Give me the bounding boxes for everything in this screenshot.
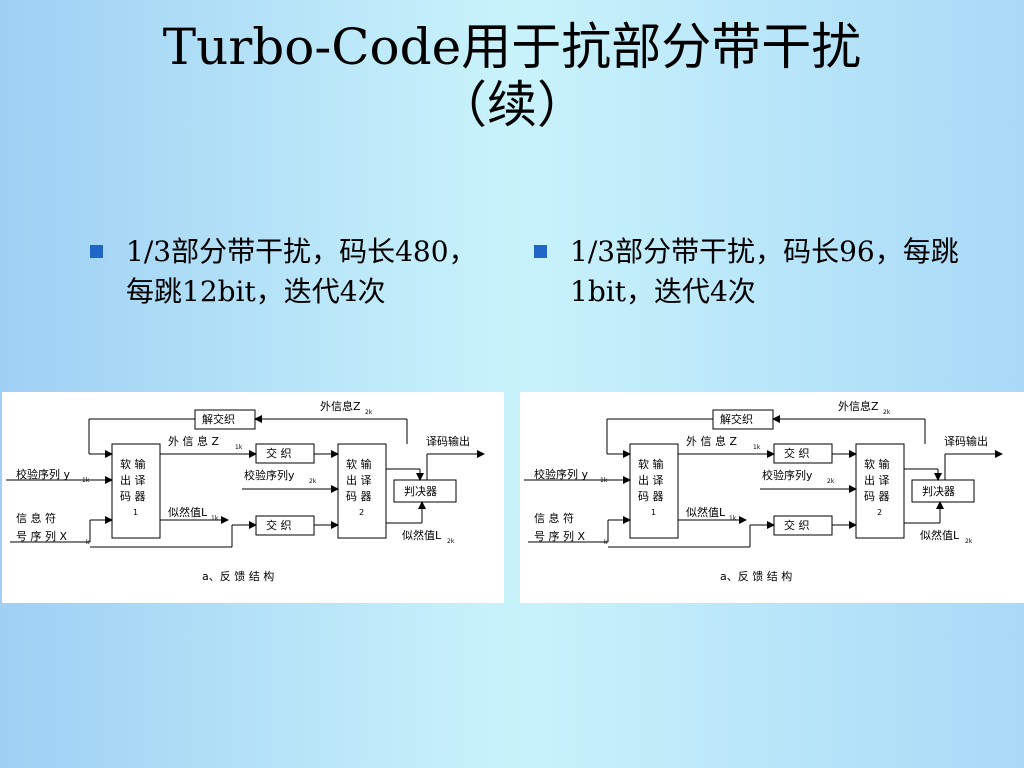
likelihood-2-label: 似然值L: [920, 528, 960, 542]
decoder-label-row3: 码 器: [638, 490, 664, 503]
ext-info-mid-sub: 1k: [235, 444, 243, 451]
likelihood-1-sub: 1k: [211, 515, 219, 522]
bullet-square-icon: [90, 245, 103, 258]
feedback-structure-diagram: 解交织 外信息Z 2k 外 信 息 Z 1k 译码输出 交 织 交 织 校验序列…: [6, 399, 485, 583]
check-seq-1-sub: 1k: [600, 477, 608, 484]
info-seq-sub: k: [604, 539, 608, 546]
info-seq-line1: 信 息 符: [16, 511, 56, 525]
decoded-output-label: 译码输出: [944, 434, 988, 448]
diagram-caption: a、反 馈 结 构: [720, 569, 792, 583]
decoder-1-text: 软 输 出 译 码 器 1: [120, 457, 146, 517]
decoder-label-row3: 码 器: [120, 490, 146, 503]
likelihood-1-label: 似然值L: [168, 505, 208, 519]
decoder-label-row1: 软 输: [346, 457, 372, 471]
ext-info-mid-label: 外 信 息 Z: [686, 434, 737, 448]
decoder-label-row2: 出 译: [864, 473, 890, 487]
interleave-top-label: 交 织: [784, 446, 810, 460]
ext-info-mid-label: 外 信 息 Z: [168, 434, 219, 448]
decoder-label-row1: 软 输: [120, 457, 146, 471]
check-seq-2-label: 校验序列y: [244, 468, 295, 482]
info-seq-sub: k: [86, 539, 90, 546]
decoder-2-number: 2: [359, 508, 364, 517]
decoder-label-row1: 软 输: [638, 457, 664, 471]
decider-label: 判决器: [922, 485, 955, 498]
likelihood-2-label: 似然值L: [402, 528, 442, 542]
info-seq-line2: 号 序 列 X: [534, 529, 585, 543]
decoder-1-number: 1: [651, 508, 656, 517]
check-seq-1-label: 校验序列 y: [534, 467, 588, 481]
turbo-diagram-right: 解交织 外信息Z 2k 外 信 息 Z 1k 译码输出 交 织 交 织 校验序列…: [520, 392, 1024, 603]
decoder-label-row2: 出 译: [120, 473, 146, 487]
check-seq-1-sub: 1k: [82, 477, 90, 484]
bullet-text: 1/3部分带干扰，码长480，每跳12bit，迭代4次: [126, 235, 477, 308]
ext-info-top-label: 外信息Z: [838, 399, 879, 413]
decoded-output-label: 译码输出: [426, 434, 470, 448]
info-seq-line1: 信 息 符: [534, 511, 574, 525]
decoder-1-text: 软 输 出 译 码 器 1: [638, 457, 664, 517]
check-seq-2-sub: 2k: [827, 478, 835, 485]
decider-label: 判决器: [404, 485, 437, 498]
check-seq-2-sub: 2k: [309, 478, 317, 485]
decoder-1-number: 1: [133, 508, 138, 517]
diagram-caption: a、反 馈 结 构: [202, 569, 274, 583]
decoder-label-row3: 码 器: [346, 490, 372, 503]
bullet-text: 1/3部分带干扰，码长96，每跳1bit，迭代4次: [570, 235, 959, 308]
decoder-1-box: [111, 443, 161, 539]
ext-info-top-sub: 2k: [883, 409, 891, 416]
decoder-label-row2: 出 译: [346, 473, 372, 487]
bullet-item-right: 1/3部分带干扰，码长96，每跳1bit，迭代4次: [534, 232, 1004, 332]
check-seq-2-label: 校验序列y: [762, 468, 813, 482]
likelihood-1-sub: 1k: [729, 515, 737, 522]
deinterleave-label: 解交织: [720, 412, 753, 426]
interleave-bottom-label: 交 织: [784, 518, 810, 532]
likelihood-2-sub: 2k: [965, 538, 973, 545]
likelihood-1-label: 似然值L: [686, 505, 726, 519]
turbo-diagram-left: 解交织 外信息Z 2k 外 信 息 Z 1k 译码输出 交 织 交 织 校验序列…: [2, 392, 504, 603]
ext-info-top-sub: 2k: [365, 409, 373, 416]
decoder-2-number: 2: [877, 508, 882, 517]
feedback-structure-diagram: 解交织 外信息Z 2k 外 信 息 Z 1k 译码输出 交 织 交 织 校验序列…: [524, 399, 1003, 583]
decoder-label-row3: 码 器: [864, 490, 890, 503]
title-line-2: （续）: [437, 76, 587, 134]
bullet-square-icon: [534, 245, 547, 258]
decoder-1-box: [629, 443, 679, 539]
check-seq-1-label: 校验序列 y: [16, 467, 70, 481]
decoder-label-row1: 软 输: [864, 457, 890, 471]
decoder-2-text: 软 输 出 译 码 器 2: [864, 457, 890, 517]
info-seq-line2: 号 序 列 X: [16, 529, 67, 543]
decoder-label-row2: 出 译: [638, 473, 664, 487]
deinterleave-label: 解交织: [202, 412, 235, 426]
slide-title: Turbo-Code用于抗部分带干扰 （续）: [0, 18, 1024, 134]
interleave-bottom-label: 交 织: [266, 518, 292, 532]
decoder-2-text: 软 输 出 译 码 器 2: [346, 457, 372, 517]
title-line-1: Turbo-Code用于抗部分带干扰: [162, 18, 862, 76]
ext-info-top-label: 外信息Z: [320, 399, 361, 413]
ext-info-mid-sub: 1k: [753, 444, 761, 451]
bullet-item-left: 1/3部分带干扰，码长480，每跳12bit，迭代4次: [90, 232, 510, 372]
interleave-top-label: 交 织: [266, 446, 292, 460]
likelihood-2-sub: 2k: [447, 538, 455, 545]
